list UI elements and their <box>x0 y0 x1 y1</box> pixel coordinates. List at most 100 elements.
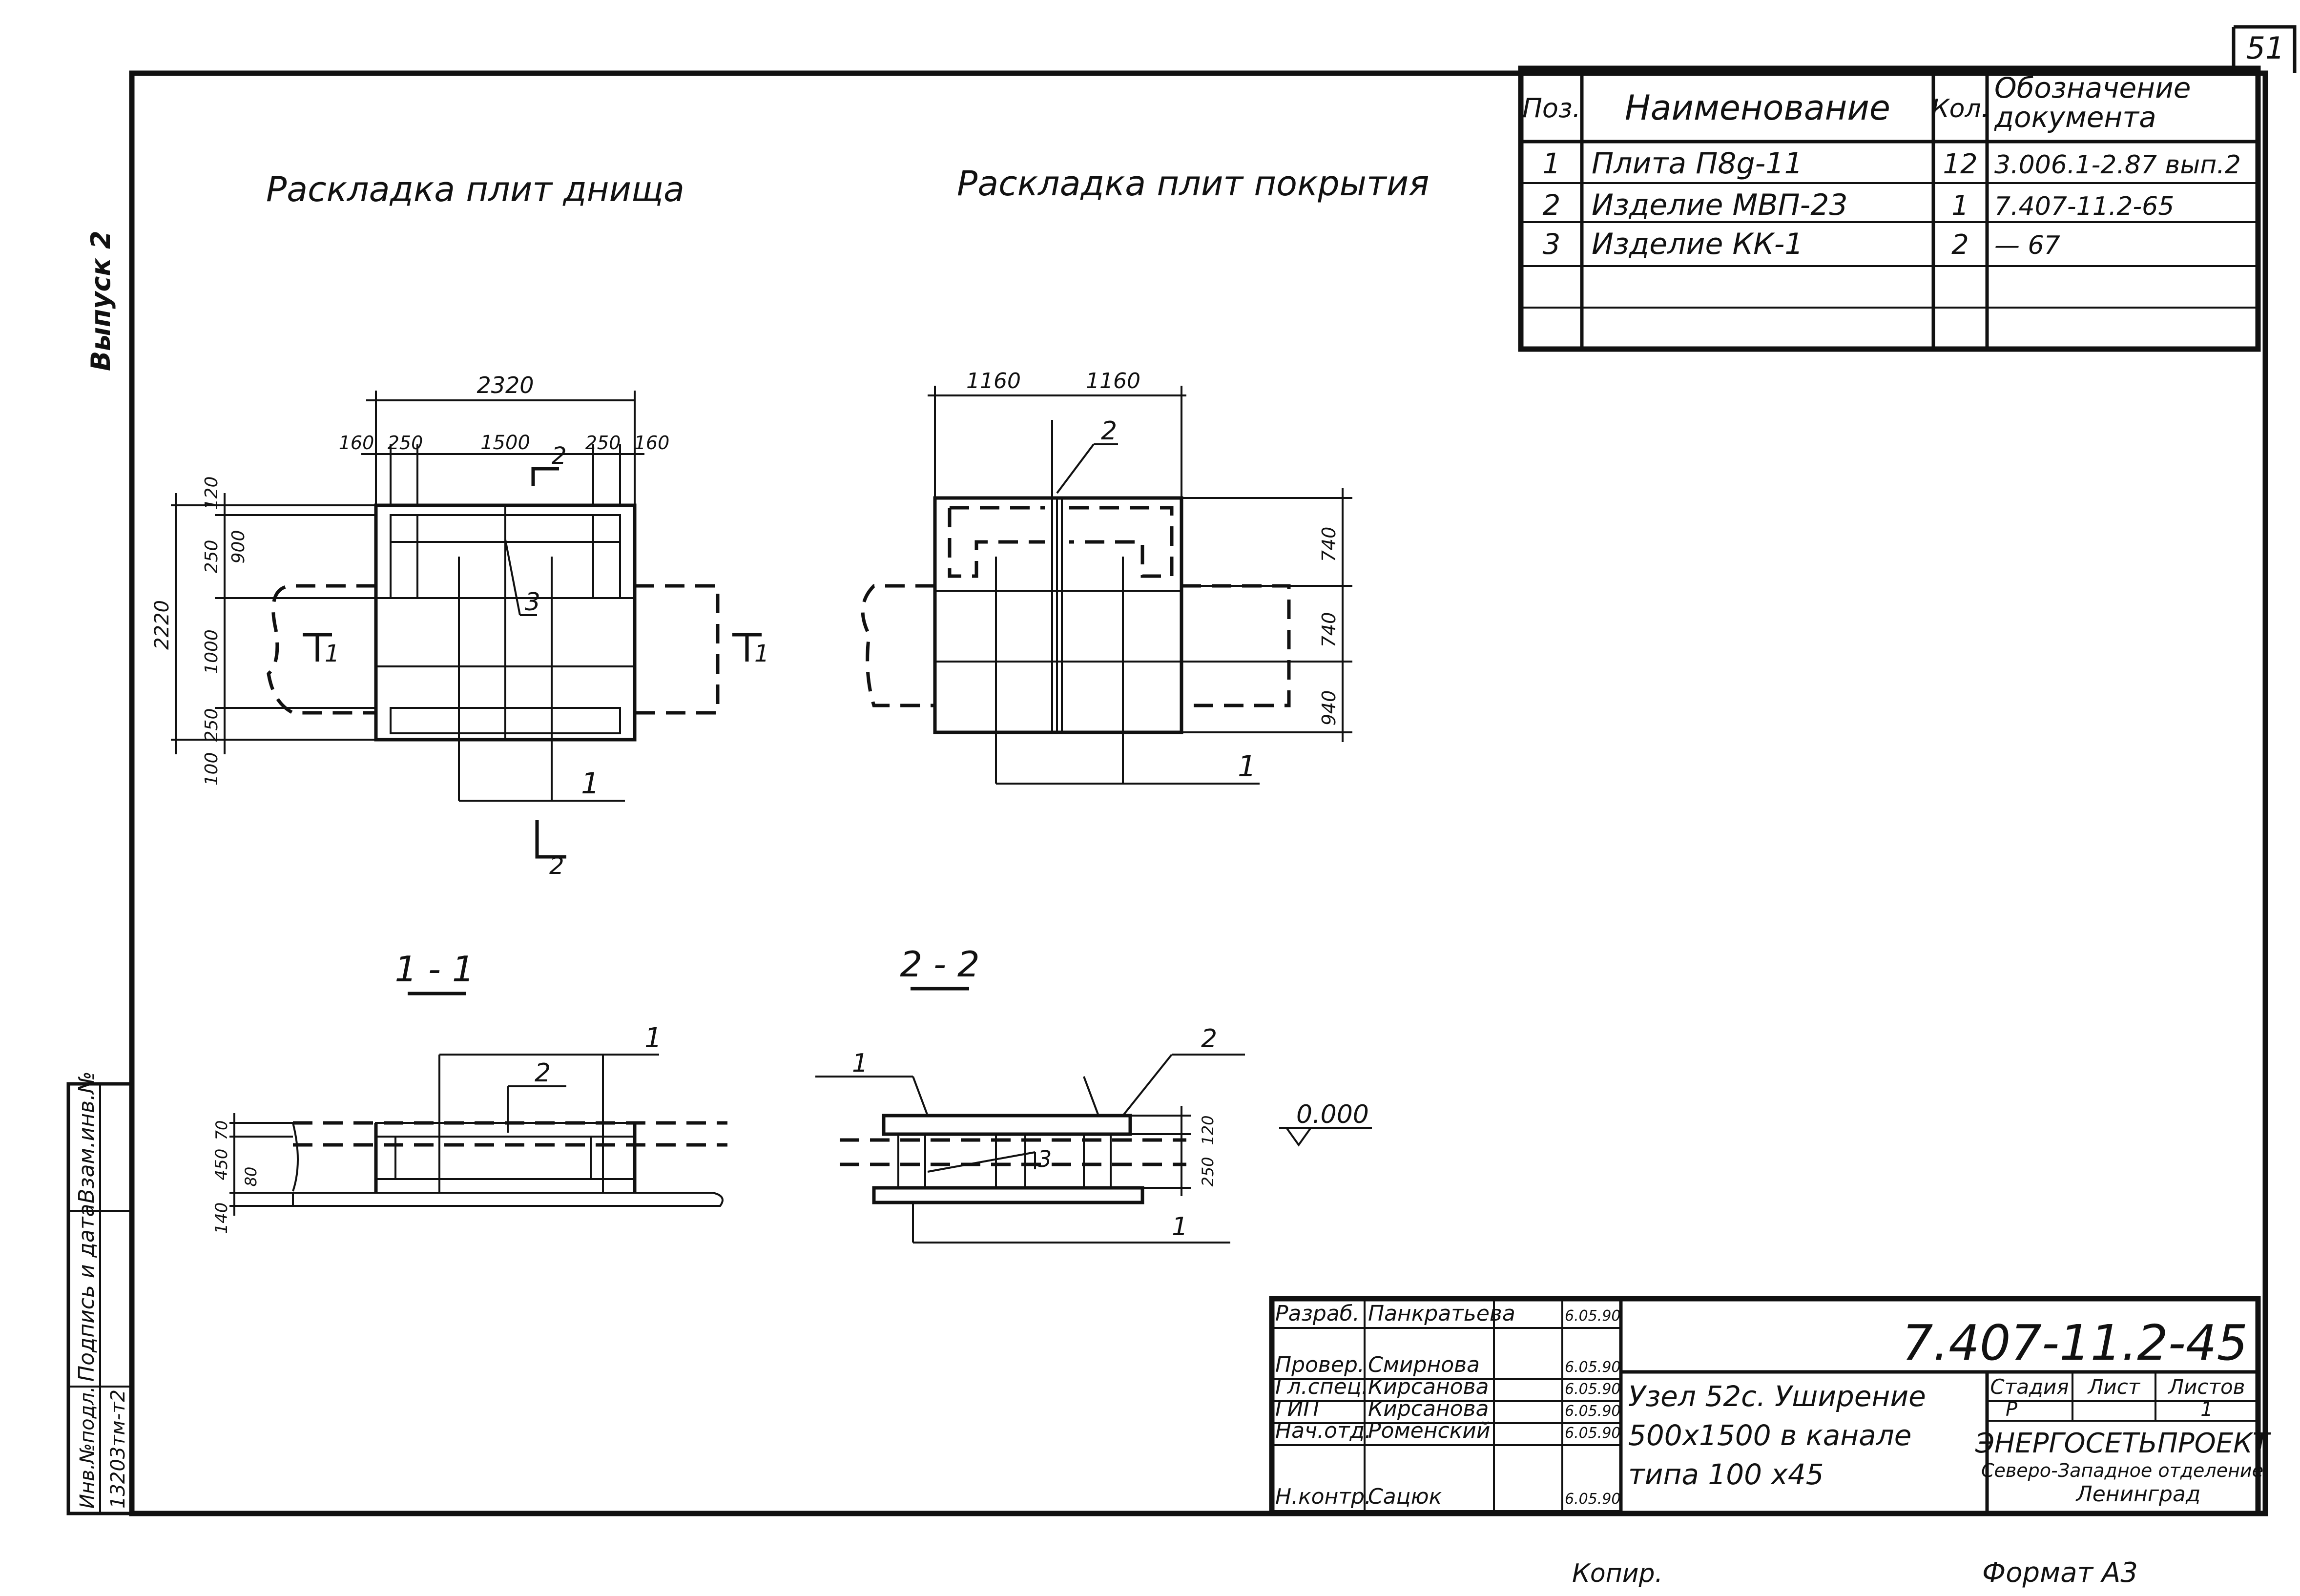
sheets-value: 1 <box>2200 1398 2213 1421</box>
dim-s450: 450 <box>212 1149 231 1181</box>
dim-250a-v: 250 <box>202 540 222 574</box>
s22-pos-3: 3 <box>1037 1146 1052 1172</box>
cut-2-bottom: 2 <box>549 852 564 880</box>
dim-250b: 250 <box>585 432 621 454</box>
dim-250a: 250 <box>388 432 423 454</box>
cut-1-left: 1 <box>325 640 340 667</box>
dim-740b: 740 <box>1318 612 1340 648</box>
dim-1000: 1000 <box>202 629 222 674</box>
spec-row-name: Изделие КК-1 <box>1592 227 1803 261</box>
section-1-1: 1 - 1 1 2 70 450 80 140 <box>212 949 727 1234</box>
copied-label: Копир. <box>1572 1559 1663 1588</box>
person-name: Смирнова <box>1368 1352 1480 1377</box>
spec-row-poz: 3 <box>1543 228 1561 261</box>
person-date: 6.05.90 <box>1565 1491 1621 1508</box>
document-designation: 7.407-11.2-45 <box>1902 1314 2248 1371</box>
bottom-layout-plan: Раскладка плит днища 1 3 2 2 1 1 <box>151 169 769 880</box>
cover-layout-plan: Раскладка плит покрытия 1 2 1160 1160 74… <box>861 164 1429 785</box>
spec-row-poz: 2 <box>1543 188 1561 222</box>
spec-header-qty: Кол. <box>1931 94 1989 124</box>
spec-header-poz: Поз. <box>1522 93 1581 124</box>
inv-no-podl-label: Инв.№подл. <box>76 1386 99 1509</box>
format-label: Формат А3 <box>1982 1557 2138 1589</box>
person-date: 6.05.90 <box>1565 1307 1621 1325</box>
spec-row-qty: 1 <box>1951 190 1969 222</box>
bottom-layout-title: Раскладка плит днища <box>266 169 684 209</box>
section-1-title: 1 - 1 <box>394 949 474 990</box>
person-name: Сацюк <box>1368 1484 1442 1509</box>
spec-row-doc: 7.407-11.2-65 <box>1994 192 2174 221</box>
s22-pos-1-top: 1 <box>852 1049 868 1078</box>
s11-pos-1: 1 <box>644 1022 662 1054</box>
person-name: Кирсанова <box>1368 1396 1489 1421</box>
title-line-1: Узел 52с. Уширение <box>1628 1380 1926 1413</box>
title-line-2: 500х1500 в канале <box>1628 1419 1911 1452</box>
spec-row-qty: 12 <box>1943 148 1977 180</box>
dim-1500: 1500 <box>480 432 530 454</box>
org-division: Северо-Западное отделение <box>1981 1460 2263 1481</box>
person-date: 6.05.90 <box>1565 1381 1621 1398</box>
spec-header-doc: Обозначение документа <box>1994 73 2191 134</box>
person-date: 6.05.90 <box>1565 1403 1621 1420</box>
spec-row-doc: 3.006.1-2.87 вып.2 <box>1994 150 2241 180</box>
stage-label: Стадия <box>1990 1375 2069 1399</box>
sheets-label: Листов <box>2168 1375 2245 1399</box>
pos-1-label: 1 <box>581 767 600 801</box>
dim-s70: 70 <box>212 1120 231 1140</box>
s22-pos-2: 2 <box>1201 1024 1217 1054</box>
person-role: Гл.спец. <box>1275 1374 1368 1399</box>
section-2-2: 2 - 2 1 1 2 3 120 250 0.000 <box>815 944 1372 1244</box>
cut-2-top: 2 <box>552 442 567 470</box>
org-city: Ленинград <box>2075 1482 2201 1507</box>
s11-pos-2: 2 <box>535 1058 551 1088</box>
title-line-3: типа 100 х45 <box>1628 1458 1824 1491</box>
spec-header-name: Наименование <box>1625 88 1890 128</box>
dim-740a: 740 <box>1318 527 1340 562</box>
level-mark: 0.000 <box>1296 1100 1369 1129</box>
dim-940: 940 <box>1318 690 1340 726</box>
dim-s140: 140 <box>212 1202 231 1234</box>
stage-value: Р <box>2006 1398 2018 1421</box>
spec-row-name: Изделие МВП-23 <box>1592 188 1848 222</box>
pos-3-label: 3 <box>525 588 540 616</box>
person-role: Провер. <box>1275 1352 1365 1377</box>
podpis-data-label: Подпись и дата <box>74 1204 99 1382</box>
vzam-inv-label: Взам.инв.№ <box>74 1071 99 1203</box>
sheet-number: 51 <box>2246 30 2285 66</box>
dim-100: 100 <box>202 752 222 786</box>
person-date: 6.05.90 <box>1565 1359 1621 1376</box>
spec-row-doc: — 67 <box>1994 231 2060 260</box>
dim-250b-v: 250 <box>202 708 222 742</box>
person-name: Роменский <box>1368 1418 1490 1443</box>
dim-overall-width: 2320 <box>477 372 534 398</box>
vypusk-label: Выпуск 2 <box>85 230 116 371</box>
dim-900: 900 <box>228 530 249 564</box>
dim-120: 120 <box>202 477 222 510</box>
dim-s80: 80 <box>242 1167 260 1187</box>
dim-s250: 250 <box>1199 1157 1217 1186</box>
cover-pos-1-label: 1 <box>1238 749 1256 784</box>
dim-overall-height: 2220 <box>151 600 173 650</box>
section-2-title: 2 - 2 <box>900 944 979 985</box>
s22-pos-1-bottom: 1 <box>1172 1212 1188 1242</box>
dim-160b: 160 <box>634 432 670 454</box>
spec-row-poz: 1 <box>1543 147 1561 180</box>
person-role: Н.контр. <box>1275 1484 1371 1509</box>
sheet-label: Лист <box>2087 1375 2141 1399</box>
person-date: 6.05.90 <box>1565 1425 1621 1442</box>
person-role: Разраб. <box>1275 1301 1360 1326</box>
cut-1-right: 1 <box>754 640 769 667</box>
dim-half2: 1160 <box>1086 369 1140 394</box>
sheet-frame <box>129 25 2297 1516</box>
cover-pos-2-label: 2 <box>1101 416 1117 446</box>
inv-value: 13203тм-т2 <box>107 1389 129 1509</box>
person-role: Нач.отд. <box>1275 1418 1371 1443</box>
left-margin-stamp: Взам.инв.№ Подпись и дата Инв.№подл. 132… <box>66 230 134 1515</box>
dim-half1: 1160 <box>966 369 1021 394</box>
person-role: ГИП <box>1275 1396 1320 1421</box>
org-name: ЭНЕРГОСЕТЬПРОЕКТ <box>1975 1428 2271 1459</box>
cover-layout-title: Раскладка плит покрытия <box>957 164 1429 204</box>
spec-row-name: Плита П8g-11 <box>1592 146 1803 181</box>
